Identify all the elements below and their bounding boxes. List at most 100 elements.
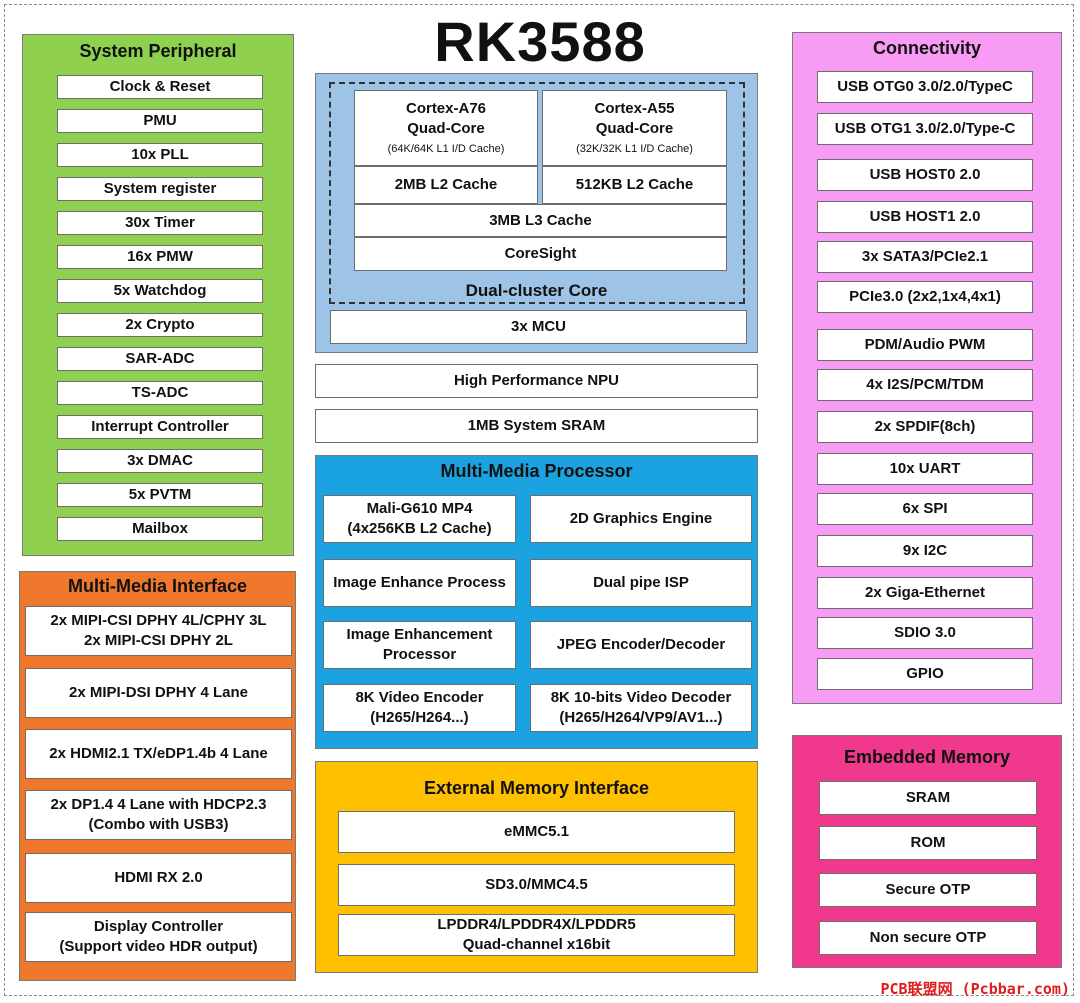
system-peripheral-item-block: 30x Timer — [57, 211, 263, 235]
system-peripheral-item-block: Clock & Reset — [57, 75, 263, 99]
embedded-memory-item-block: ROM — [819, 826, 1037, 860]
mcu-block: 3x MCU — [330, 310, 747, 344]
multimedia-interface-item-block: 2x MIPI-DSI DPHY 4 Lane — [25, 668, 292, 718]
multimedia-processor-item-line2: (H265/H264/VP9/AV1...) — [559, 709, 723, 726]
cortex-a55-cache-note: (32K/32K L1 I/D Cache) — [576, 143, 693, 155]
external-memory-item-block: SD3.0/MMC4.5 — [338, 864, 735, 906]
embedded-memory-item-block: SRAM — [819, 781, 1037, 815]
multimedia-interface-item-line2: 2x MIPI-CSI DPHY 2L — [84, 632, 233, 649]
external-memory-title: External Memory Interface — [423, 778, 650, 798]
cortex-a76-name: Cortex-A76 — [405, 100, 487, 117]
embedded-memory-panel: Embedded Memory SRAM ROM Secure OTP Non sec… — [792, 735, 1062, 968]
multimedia-interface-item-line1: 2x HDMI2.1 TX/eDP1.4b 4 Lane — [49, 745, 268, 762]
cortex-a76-cache-note: (64K/64K L1 I/D Cache) — [387, 143, 505, 155]
multimedia-processor-item-line1: Dual pipe ISP — [593, 574, 689, 591]
diagram-frame — [4, 4, 1074, 996]
cortex-a55-name: Cortex-A55 — [594, 100, 675, 117]
multimedia-interface-item-line1: Display Controller — [93, 918, 224, 935]
multimedia-interface-item-line1: 2x MIPI-DSI DPHY 4 Lane — [69, 684, 248, 701]
a55-l2-cache-block: 512KB L2 Cache — [542, 166, 727, 204]
system-peripheral-item-block: PMU — [57, 109, 263, 133]
system-peripheral-item-block: System register — [57, 177, 263, 201]
multimedia-interface-title: Multi-Media Interface — [67, 576, 248, 596]
multimedia-processor-item-line2: (H265/H264...) — [370, 709, 469, 726]
connectivity-item-block: 2x SPDIF(8ch) — [817, 411, 1033, 443]
multimedia-interface-item-block: 2x MIPI-CSI DPHY 4L/CPHY 3L 2x MIPI-CSI D… — [25, 606, 292, 656]
chip-title: RK3588 — [434, 10, 646, 73]
a76-l2-cache-block: 2MB L2 Cache — [354, 166, 538, 204]
watermark-text: PCB联盟网 (Pcbbar.com) — [880, 980, 1071, 998]
connectivity-item-block: 3x SATA3/PCIe2.1 — [817, 241, 1033, 273]
system-peripheral-item-block: Interrupt Controller — [57, 415, 263, 439]
embedded-memory-item-block: Secure OTP — [819, 873, 1037, 907]
multimedia-interface-item-block: HDMI RX 2.0 — [25, 853, 292, 903]
multimedia-processor-item-line1: 2D Graphics Engine — [569, 510, 713, 527]
npu-block: High Performance NPU — [315, 364, 758, 398]
multimedia-processor-item-line1: 8K 10-bits Video Decoder — [550, 689, 732, 706]
connectivity-item-block: 2x Giga-Ethernet — [817, 577, 1033, 609]
connectivity-item-block: PCIe3.0 (2x2,1x4,4x1) — [817, 281, 1033, 313]
system-peripheral-item-block: 2x Crypto — [57, 313, 263, 337]
embedded-memory-title: Embedded Memory — [843, 747, 1011, 767]
connectivity-item-block: 9x I2C — [817, 535, 1033, 567]
multimedia-processor-item-block: Image Enhance Process — [323, 559, 516, 607]
cortex-a76-cores: Quad-Core — [407, 120, 485, 137]
system-peripheral-title: System Peripheral — [79, 41, 237, 61]
l3-cache-block: 3MB L3 Cache — [354, 204, 727, 237]
multimedia-processor-panel: Multi-Media Processor Mali-G610 MP4(4x25… — [315, 455, 758, 749]
multimedia-interface-item-line2: (Support video HDR output) — [59, 938, 258, 955]
multimedia-processor-item-line1: JPEG Encoder/Decoder — [556, 636, 726, 653]
connectivity-item-block: 10x UART — [817, 453, 1033, 485]
coresight-block: CoreSight — [354, 237, 727, 271]
multimedia-interface-item-line1: 2x MIPI-CSI DPHY 4L/CPHY 3L — [50, 612, 267, 629]
multimedia-interface-item-line1: HDMI RX 2.0 — [114, 869, 203, 886]
multimedia-processor-item-line1: Image Enhancement — [346, 626, 493, 643]
multimedia-interface-item-line2: (Combo with USB3) — [88, 816, 229, 833]
external-memory-item-line1: eMMC5.1 — [503, 823, 570, 840]
external-memory-item-line2: Quad-channel x16bit — [462, 936, 611, 953]
system-sram-block: 1MB System SRAM — [315, 409, 758, 443]
multimedia-processor-item-block: 2D Graphics Engine — [530, 495, 752, 543]
cortex-a76-block: Cortex-A76 Quad-Core (64K/64K L1 I/D Cac… — [354, 90, 538, 166]
connectivity-item-block: USB OTG1 3.0/2.0/Type-C — [817, 113, 1033, 145]
cortex-a55-cores: Quad-Core — [595, 120, 674, 137]
multimedia-processor-item-line1: Mali-G610 MP4 — [366, 500, 473, 517]
embedded-memory-item-block: Non secure OTP — [819, 921, 1037, 955]
multimedia-processor-item-block: Mali-G610 MP4(4x256KB L2 Cache) — [323, 495, 516, 543]
dual-cluster-boundary — [329, 82, 745, 304]
dual-cluster-label: Dual-cluster Core — [465, 281, 608, 300]
multimedia-processor-item-line1: Image Enhance Process — [333, 574, 506, 591]
multimedia-interface-item-line1: 2x DP1.4 4 Lane with HDCP2.3 — [50, 796, 267, 813]
system-peripheral-item-block: TS-ADC — [57, 381, 263, 405]
connectivity-title: Connectivity — [872, 38, 982, 58]
connectivity-item-block: 6x SPI — [817, 493, 1033, 525]
connectivity-item-block: PDM/Audio PWM — [817, 329, 1033, 361]
multimedia-interface-item-block: Display Controller (Support video HDR out… — [25, 912, 292, 962]
connectivity-item-block: 4x I2S/PCM/TDM — [817, 369, 1033, 401]
multimedia-processor-item-line1: 8K Video Encoder — [355, 689, 484, 706]
multimedia-processor-item-line2: Processor — [382, 646, 457, 663]
connectivity-item-block: SDIO 3.0 — [817, 617, 1033, 649]
connectivity-item-block: USB HOST1 2.0 — [817, 201, 1033, 233]
system-peripheral-item-block: 5x PVTM — [57, 483, 263, 507]
multimedia-processor-item-block: 8K 10-bits Video Decoder (H265/H264/VP9/A… — [530, 684, 752, 732]
system-peripheral-item-block: 5x Watchdog — [57, 279, 263, 303]
system-peripheral-item-block: 16x PMW — [57, 245, 263, 269]
external-memory-item-block: eMMC5.1 — [338, 811, 735, 853]
external-memory-item-line1: SD3.0/MMC4.5 — [485, 876, 588, 893]
system-peripheral-item-block: 3x DMAC — [57, 449, 263, 473]
system-peripheral-item-block: Mailbox — [57, 517, 263, 541]
multimedia-interface-panel: Multi-Media Interface 2x MIPI-CSI DPHY 4… — [19, 571, 296, 981]
cortex-a55-block: Cortex-A55 Quad-Core (32K/32K L1 I/D Cac… — [542, 90, 727, 166]
multimedia-interface-item-block: 2x HDMI2.1 TX/eDP1.4b 4 Lane — [25, 729, 292, 779]
multimedia-processor-title: Multi-Media Processor — [440, 461, 633, 481]
system-peripheral-item-block: 10x PLL — [57, 143, 263, 167]
connectivity-item-block: GPIO — [817, 658, 1033, 690]
multimedia-processor-item-block: Dual pipe ISP — [530, 559, 752, 607]
multimedia-processor-item-block: 8K Video Encoder (H265/H264...) — [323, 684, 516, 732]
cpu-panel: Cortex-A76 Quad-Core (64K/64K L1 I/D Cac… — [315, 73, 758, 353]
multimedia-interface-item-block: 2x DP1.4 4 Lane with HDCP2.3 (Combo with … — [25, 790, 292, 840]
